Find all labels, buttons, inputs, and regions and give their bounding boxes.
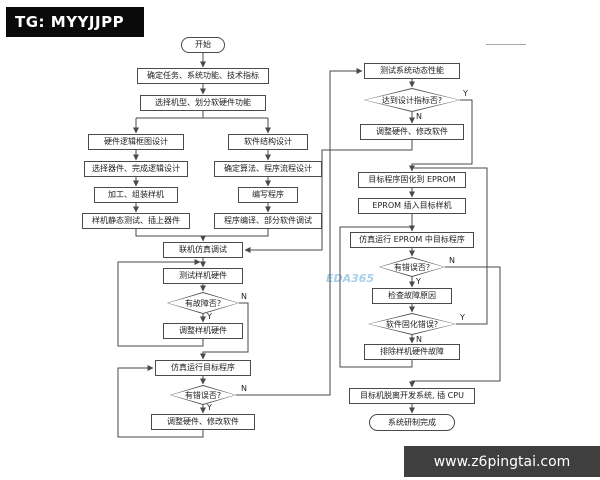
node-hw-assemble: 加工、组装样机 xyxy=(94,187,178,203)
node-burn-eprom: 目标程序固化到 EPROM xyxy=(358,172,466,188)
tag-badge: TG: MYYJJPP xyxy=(6,7,144,37)
branch-label-yes: Y xyxy=(207,312,212,321)
site-watermark-bar: www.z6pingtai.com xyxy=(404,446,600,477)
branch-label-no: N xyxy=(449,256,455,265)
branch-label-yes: Y xyxy=(463,89,468,98)
decision-error-2-label: 有错误否? xyxy=(393,262,431,272)
node-adjust-prototype-hw: 调整样机硬件 xyxy=(163,323,243,339)
branch-label-no: N xyxy=(416,335,422,344)
node-adjust-hw-sw-2: 调整硬件、修改软件 xyxy=(360,124,464,140)
decision-error-1-label: 有错误否? xyxy=(184,390,222,400)
node-online-sim-debug: 联机仿真调试 xyxy=(163,242,243,258)
branch-label-yes: Y xyxy=(460,313,465,322)
decision-burn-error: 软件固化错误? xyxy=(368,313,456,335)
node-check-fault-cause: 检查故障原因 xyxy=(372,288,452,304)
decision-error-1: 有错误否? xyxy=(170,385,236,405)
node-select-model: 选择机型、划分软硬件功能 xyxy=(140,95,266,111)
decision-meets-spec: 达到设计指标否? xyxy=(364,88,460,112)
node-detach-insert-cpu: 目标机脱离开发系统, 插 CPU xyxy=(349,388,475,404)
node-hw-static-test: 样机静态测试、插上器件 xyxy=(82,213,190,229)
node-end: 系统研制完成 xyxy=(369,414,455,431)
node-adjust-hw-sw-1: 调整硬件、修改软件 xyxy=(151,414,255,430)
decision-fault-label: 有故障否? xyxy=(184,298,222,308)
branch-label-no: N xyxy=(416,112,422,121)
node-insert-eprom: EPROM 插入目标样机 xyxy=(358,198,466,214)
branch-label-yes: Y xyxy=(207,403,212,412)
decision-error-2: 有错误否? xyxy=(379,257,445,277)
node-sw-compile-debug: 程序编译、部分软件调试 xyxy=(214,213,322,229)
decision-burn-error-label: 软件固化错误? xyxy=(385,319,439,329)
eda-watermark: EDA365 xyxy=(326,272,375,285)
corner-annotation-line xyxy=(486,44,526,45)
branch-label-no: N xyxy=(241,292,247,301)
node-test-dynamic-performance: 测试系统动态性能 xyxy=(364,63,460,79)
node-sw-structure-design: 软件结构设计 xyxy=(228,134,308,150)
node-hw-logic-design: 硬件逻辑框图设计 xyxy=(88,134,184,150)
node-sw-write-program: 编写程序 xyxy=(238,187,298,203)
decision-meets-spec-label: 达到设计指标否? xyxy=(381,95,443,105)
node-determine-task: 确定任务、系统功能、技术指标 xyxy=(137,68,269,84)
branch-label-no: N xyxy=(241,384,247,393)
node-run-eprom-program: 仿真运行 EPROM 中目标程序 xyxy=(350,232,474,248)
decision-fault: 有故障否? xyxy=(167,292,239,314)
node-run-target-program: 仿真运行目标程序 xyxy=(155,360,251,376)
node-sw-algorithm: 确定算法、程序流程设计 xyxy=(214,161,322,177)
node-test-prototype-hw: 测试样机硬件 xyxy=(163,268,243,284)
node-hw-select-devices: 选择器件、完成逻辑设计 xyxy=(84,161,188,177)
node-start: 开始 xyxy=(181,37,225,53)
branch-label-yes: Y xyxy=(416,277,421,286)
node-fix-prototype-hw: 排除样机硬件故障 xyxy=(364,344,460,360)
